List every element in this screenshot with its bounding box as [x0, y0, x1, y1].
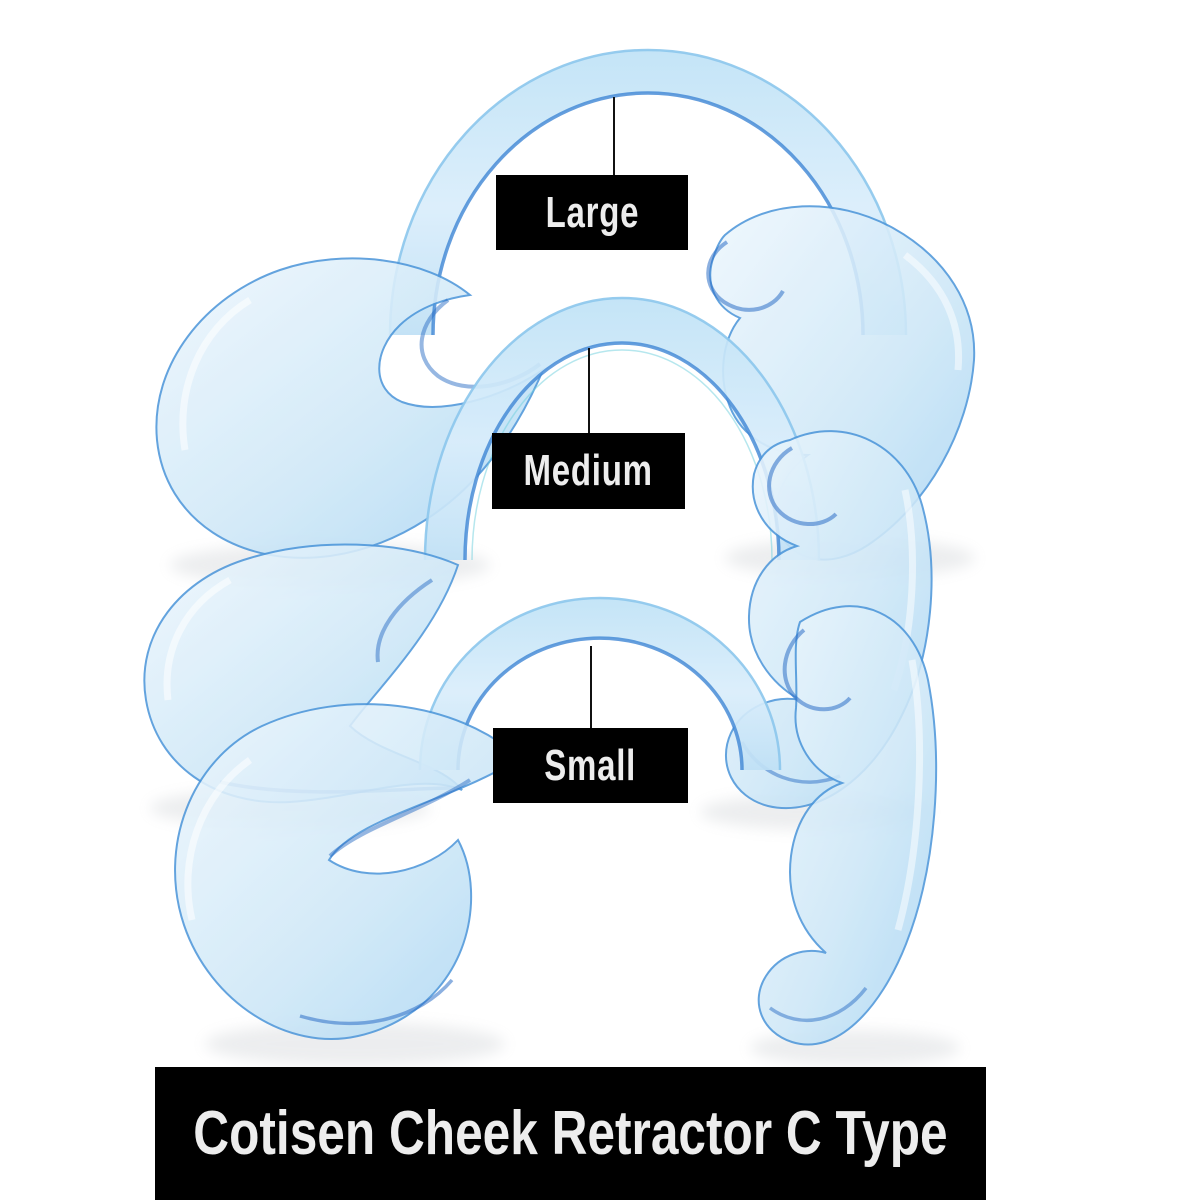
large-arch	[390, 50, 906, 335]
size-label-small-text: Small	[544, 740, 637, 790]
size-label-large: Large	[496, 175, 688, 250]
size-label-medium-text: Medium	[523, 446, 654, 495]
pointer-line-small	[590, 646, 592, 728]
size-label-small: Small	[493, 728, 688, 803]
pointer-line-medium	[588, 348, 590, 433]
title-banner: Cotisen Cheek Retractor C Type	[155, 1067, 986, 1200]
retractor-small	[174, 596, 938, 1046]
medium-arch	[425, 298, 819, 560]
size-label-medium: Medium	[492, 433, 685, 509]
product-title: Cotisen Cheek Retractor C Type	[193, 1098, 948, 1168]
small-left-flange	[174, 703, 522, 1040]
pointer-line-large	[613, 97, 615, 175]
size-label-large-text: Large	[545, 187, 639, 237]
small-arch	[420, 598, 780, 770]
small-right-flange	[757, 605, 938, 1046]
